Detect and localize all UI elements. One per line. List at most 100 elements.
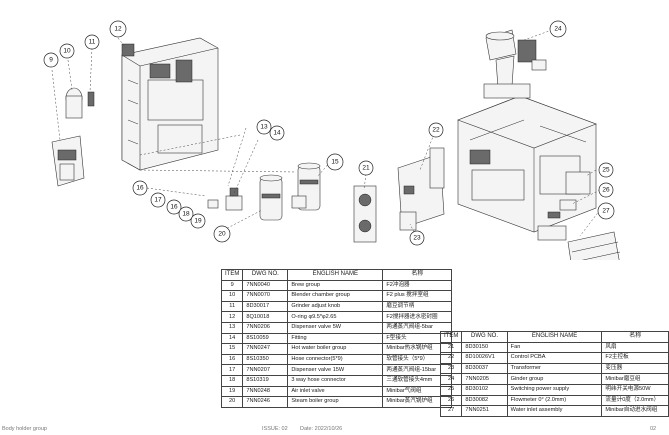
item-cell: 22: [439, 352, 463, 364]
english-cell: Brew group: [287, 279, 384, 292]
oring-part: [121, 43, 135, 57]
english-cell: Fitting: [287, 332, 384, 345]
callout-21: 21: [358, 160, 374, 176]
exploded-view-drawing: 9 10 11 12 13 14 15 16 17 16 18 19 20 21…: [43, 20, 621, 260]
dwg-cell: 8Q10018: [242, 311, 289, 323]
english-cell: O-ring φ9.5*φ2.65: [287, 311, 384, 323]
english-cell: Fan: [506, 341, 603, 354]
dwg-cell: 8D30150: [461, 341, 508, 354]
header-english-name: ENGLISH NAME: [287, 269, 384, 281]
svg-text:27: 27: [602, 208, 610, 215]
english-cell: Grinder adjust knob: [287, 300, 384, 313]
english-cell: Hot water boiler group: [287, 343, 384, 355]
english-cell: Dispenser valve 5W: [287, 321, 384, 334]
page-footer: Body holder group ISSUE: 02 Date: 2022/1…: [0, 426, 669, 435]
callout-15: 15: [326, 153, 344, 171]
footer-page-number: 02: [650, 426, 657, 432]
svg-text:9: 9: [49, 57, 53, 64]
item-cell: 10: [220, 290, 244, 302]
chinese-cell: F2 plus 搅拌室组: [382, 290, 453, 302]
header-item: ITEM: [439, 331, 463, 343]
right-frame-assembly: [457, 95, 597, 233]
callout-22: 22: [428, 122, 444, 138]
svg-text:22: 22: [432, 127, 440, 134]
dwg-cell: 8D30017: [242, 300, 289, 313]
chinese-cell: 明纬开关电源50W: [601, 383, 669, 396]
water-inlet-part: [537, 225, 621, 260]
english-cell: Control PCBA: [506, 352, 603, 364]
dwg-cell: 8S10059: [242, 332, 289, 345]
svg-text:13: 13: [260, 124, 268, 131]
english-cell: Blender chamber group: [287, 290, 384, 302]
item-cell: 18: [220, 374, 244, 387]
dwg-cell: 7NN0251: [461, 405, 508, 417]
dwg-cell: 7NN0247: [242, 343, 289, 355]
svg-text:17: 17: [154, 197, 162, 204]
svg-text:12: 12: [114, 26, 122, 33]
svg-text:15: 15: [331, 159, 339, 166]
item-cell: 14: [220, 332, 244, 345]
svg-text:16: 16: [170, 204, 178, 211]
chinese-cell: F2主控板: [601, 352, 669, 364]
callout-23: 23: [409, 230, 425, 246]
power-supply-part: [565, 171, 591, 195]
footer-date: Date: 2022/10/26: [300, 426, 343, 432]
callout-24: 24: [549, 20, 567, 38]
svg-text:18: 18: [182, 211, 190, 218]
chinese-cell: 磨豆调节柄: [382, 300, 453, 313]
transformer-part: [399, 211, 417, 231]
chinese-cell: F2搅拌器进水密封圈: [382, 311, 453, 323]
item-cell: 19: [220, 385, 244, 398]
item-cell: 24: [439, 373, 463, 385]
header-chinese-name: 名称: [601, 331, 669, 343]
header-english-name: ENGLISH NAME: [506, 331, 603, 343]
callout-9: 9: [43, 52, 59, 68]
english-cell: Steam boiler group: [287, 396, 384, 408]
item-cell: 26: [439, 394, 463, 407]
english-cell: 3 way hose connector: [287, 374, 384, 387]
chinese-cell: Minibar自动进水阀组: [601, 405, 669, 417]
table-header-row: ITEM DWG NO. ENGLISH NAME 名称: [220, 269, 453, 281]
callout-17: 17: [150, 192, 166, 208]
english-cell: Hose connector(5*9): [287, 353, 384, 366]
header-item: ITEM: [220, 269, 244, 281]
valves-part: [207, 187, 307, 211]
item-cell: 9: [220, 279, 244, 292]
dwg-cell: 8D30082: [461, 394, 508, 407]
grinder-knob-part: [87, 91, 95, 107]
header-chinese-name: 名称: [382, 269, 453, 281]
fans-part: [353, 185, 377, 243]
dwg-cell: 7NN0248: [242, 385, 289, 398]
grinder-group-part: [483, 29, 547, 99]
dwg-cell: 8S10319: [242, 374, 289, 387]
english-cell: Flowmeter 0° (2.0mm): [506, 394, 603, 407]
svg-text:16: 16: [136, 185, 144, 192]
chinese-cell: Minibar磨豆组: [601, 373, 669, 385]
table-header-row: ITEM DWG NO. ENGLISH NAME 名称: [439, 331, 669, 343]
chinese-cell: 流量计0度（2.0mm）: [601, 394, 669, 407]
svg-text:23: 23: [413, 235, 421, 242]
svg-text:25: 25: [602, 167, 610, 174]
svg-text:14: 14: [273, 130, 281, 137]
item-cell: 21: [439, 341, 463, 354]
svg-text:26: 26: [602, 187, 610, 194]
left-leader-lines: [51, 37, 331, 233]
item-cell: 20: [220, 396, 244, 408]
english-cell: Water inlet assembly: [506, 405, 603, 417]
